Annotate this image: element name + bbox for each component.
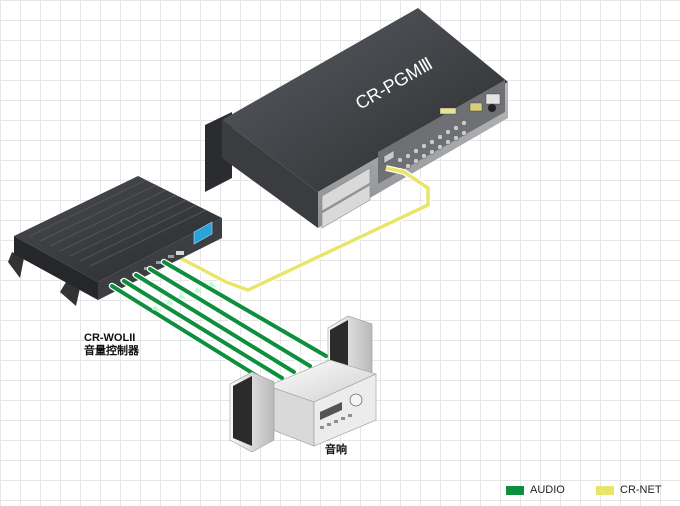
wol-subtitle: 音量控制器 bbox=[84, 345, 139, 357]
audio-system bbox=[229, 315, 377, 453]
pgm-connectors bbox=[383, 93, 501, 173]
legend-audio-label: AUDIO bbox=[530, 484, 565, 496]
amplifier-knob bbox=[349, 393, 363, 407]
pgm-drive-bay bbox=[321, 184, 371, 229]
wol-ribs bbox=[29, 179, 207, 267]
pgm-drive-bay bbox=[321, 167, 371, 212]
cr-pgm-device: CR-PGMⅢ bbox=[205, 8, 508, 229]
legend-audio: AUDIO bbox=[506, 484, 565, 496]
wol-mount-tab bbox=[8, 252, 24, 278]
wol-mount-tab bbox=[60, 282, 80, 306]
amplifier-front bbox=[313, 373, 377, 447]
wol-name: CR-WOLII bbox=[84, 332, 136, 344]
audio-label: 音响 bbox=[325, 444, 347, 456]
audio-cables bbox=[108, 258, 330, 388]
cr-wol-device bbox=[8, 176, 222, 306]
legend-crnet: CR-NET bbox=[596, 484, 662, 496]
crnet-cable bbox=[173, 166, 430, 292]
amplifier-display bbox=[320, 402, 342, 420]
legend-audio-swatch bbox=[506, 485, 524, 495]
pgm-side-face bbox=[222, 120, 318, 228]
speaker-left-grille bbox=[233, 376, 252, 446]
pgm-top-face bbox=[222, 8, 508, 192]
wol-label: CR-WOLII 音量控制器 bbox=[84, 332, 139, 358]
wol-display bbox=[193, 221, 213, 245]
wol-side-face bbox=[14, 236, 98, 300]
wol-top-face bbox=[14, 176, 222, 282]
wol-front-face bbox=[98, 218, 222, 300]
legend-crnet-swatch bbox=[596, 485, 614, 495]
amplifier-buttons bbox=[320, 414, 352, 429]
legend-crnet-label: CR-NET bbox=[620, 484, 662, 496]
